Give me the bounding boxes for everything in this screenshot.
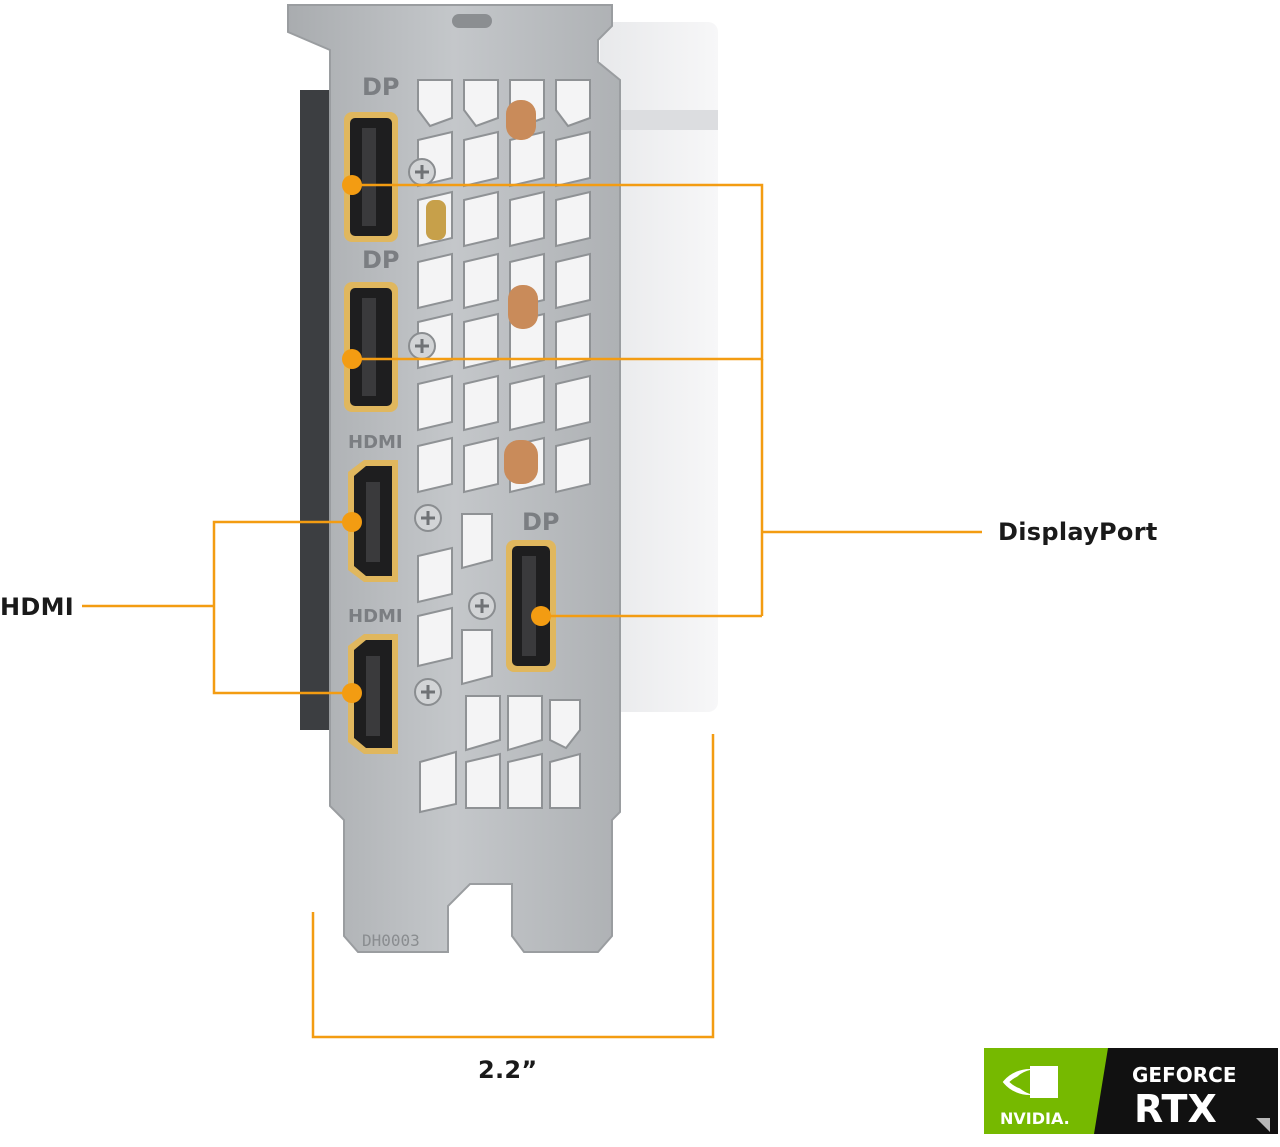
cooler-shroud bbox=[600, 22, 718, 712]
displayport-callout-label: DisplayPort bbox=[998, 518, 1158, 546]
bracket-part-stamp: DH0003 bbox=[362, 931, 420, 950]
port-label-dp-1: DP bbox=[362, 73, 400, 101]
nvidia-eye-icon bbox=[1002, 1066, 1058, 1098]
callout-dots bbox=[342, 175, 551, 703]
geforce-rtx-badge: NVIDIA. GEFORCE RTX bbox=[984, 1048, 1278, 1134]
heatpipes bbox=[426, 100, 538, 484]
port-label-dp-3: DP bbox=[522, 508, 560, 536]
hdmi-callout-label: HDMI bbox=[0, 593, 75, 621]
port-label-hdmi-1: HDMI bbox=[348, 432, 403, 453]
displayport-port-3 bbox=[506, 540, 556, 672]
io-bracket bbox=[287, 4, 621, 953]
rtx-wordmark: RTX bbox=[1134, 1087, 1217, 1131]
width-dimension-label: 2.2” bbox=[478, 1056, 538, 1084]
nvidia-wordmark: NVIDIA. bbox=[1000, 1109, 1070, 1128]
displayport-port-2 bbox=[344, 282, 398, 412]
hdmi-port-2 bbox=[348, 634, 398, 754]
displayport-port-1 bbox=[344, 112, 398, 242]
callout-lines bbox=[82, 183, 982, 1039]
geforce-wordmark: GEFORCE bbox=[1132, 1063, 1236, 1087]
hdmi-port-1 bbox=[348, 460, 398, 582]
port-label-hdmi-2: HDMI bbox=[348, 606, 403, 627]
port-label-dp-2: DP bbox=[362, 246, 400, 274]
screw-slots bbox=[415, 165, 489, 699]
